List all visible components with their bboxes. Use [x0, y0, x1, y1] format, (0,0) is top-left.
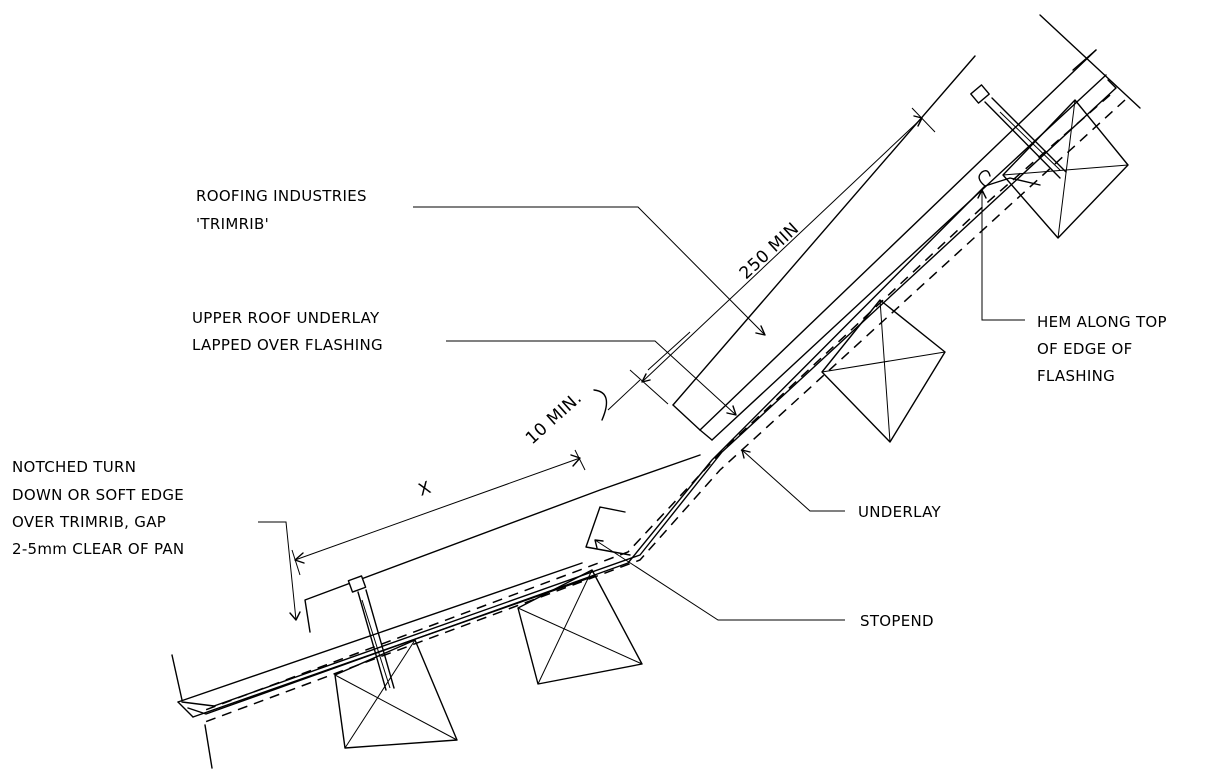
- leader-hem-arrow: [977, 189, 987, 199]
- dim-label-x: X: [416, 478, 434, 501]
- label-stopend: STOPEND: [860, 612, 934, 630]
- purlin-lower-left: [334, 639, 458, 749]
- leader-underlay-arrow: [741, 449, 751, 459]
- label-hem-1: HEM ALONG TOP: [1037, 313, 1167, 331]
- label-notched-4: 2-5mm CLEAR OF PAN: [12, 540, 184, 558]
- purlin-lower-mid: [517, 569, 643, 685]
- leader-upper-arrow: [726, 405, 737, 416]
- label-notched-1: NOTCHED TURN: [12, 458, 136, 476]
- dim-label-10-min: 10 MIN.: [522, 388, 586, 449]
- lower-roof-sheet: [171, 562, 596, 769]
- purlin-mid: [821, 299, 946, 443]
- leader-upper: [446, 340, 737, 416]
- label-trimrib: 'TRIMRIB': [196, 215, 269, 233]
- flashing: [181, 79, 1117, 715]
- leader-underlay: [741, 449, 845, 512]
- label-notched-2: DOWN OR SOFT EDGE: [12, 486, 184, 504]
- leader-roofing-arrow: [755, 325, 766, 336]
- dim-x: [291, 449, 586, 576]
- dim-250: [629, 107, 936, 405]
- leader-roofing: [413, 206, 766, 336]
- screw-lower: [347, 575, 395, 691]
- leader-hem: [981, 190, 1025, 321]
- leader-notched: [258, 521, 297, 621]
- label-upper-underlay-1: UPPER ROOF UNDERLAY: [192, 309, 380, 327]
- label-hem-3: FLASHING: [1037, 367, 1115, 385]
- screw-upper: [970, 84, 1067, 179]
- dim-label-250-min: 250 MIN: [736, 219, 804, 284]
- label-hem-2: OF EDGE OF: [1037, 340, 1133, 358]
- upper-roof-sheet: [672, 14, 1141, 441]
- leader-notched-arrow: [289, 611, 301, 621]
- leader-stopend-arrow: [594, 539, 604, 549]
- label-notched-3: OVER TRIMRIB, GAP: [12, 513, 166, 531]
- leader-stopend: [594, 539, 845, 621]
- label-upper-underlay-2: LAPPED OVER FLASHING: [192, 336, 383, 354]
- label-roofing-industries: ROOFING INDUSTRIES: [196, 187, 367, 205]
- underlay-dashed: [199, 94, 1111, 713]
- label-underlay: UNDERLAY: [858, 503, 942, 521]
- underlay-dashed-2: [204, 99, 1126, 723]
- dim-10: [593, 331, 691, 421]
